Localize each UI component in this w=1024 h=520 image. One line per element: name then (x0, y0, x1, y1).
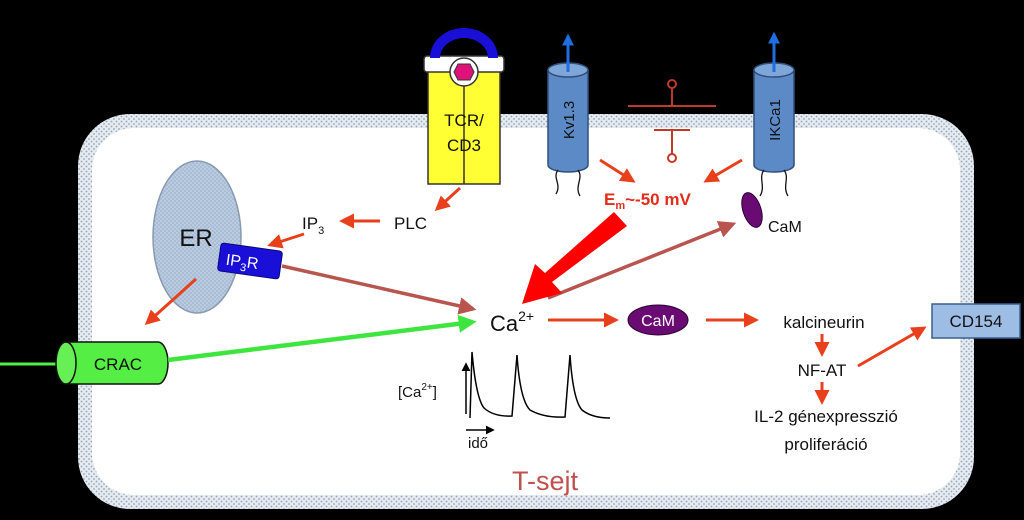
antigen-ligand-icon (453, 63, 475, 81)
kalcineurin-label: kalcineurin (783, 313, 864, 332)
em-label: Em~-50 mV (604, 190, 691, 212)
er-label: ER (179, 225, 212, 252)
tcr-cd3-receptor (423, 28, 505, 185)
cell-label: T-sejt (512, 466, 579, 496)
arrow-kv-em (599, 158, 636, 183)
plc-label: PLC (394, 214, 427, 233)
arrow-tcr-plc (434, 186, 462, 212)
arrow-ca-cam-ikca (547, 221, 737, 300)
membrane-potential-icon (628, 79, 716, 163)
graph-y-label: [Ca2+] (398, 382, 437, 401)
il2-label: IL-2 génexpresszió (754, 407, 898, 426)
nfat-label: NF-AT (798, 361, 847, 380)
arrow-ip3-ip3r (267, 232, 305, 249)
arrow-em-ca-big (522, 212, 627, 304)
ip3r-label: IP3R (224, 252, 259, 276)
kv-label: Kv1.3 (561, 101, 578, 139)
calcium-spike-graph-icon (461, 351, 611, 435)
arrow-er-crac (144, 277, 198, 326)
cam-middle-icon (627, 304, 689, 336)
ikca1-channel-icon (753, 31, 795, 197)
er-organelle (152, 160, 242, 314)
arrow-ikca-em (703, 158, 743, 183)
arrow-crac-ca (167, 314, 477, 363)
ip3-label: IP3 (302, 214, 324, 237)
proliferacio-label: proliferáció (784, 435, 867, 454)
cd154-label: CD154 (950, 312, 1003, 331)
cell-interior (92, 128, 960, 495)
arrow-nfat-cd154 (857, 326, 927, 368)
calcium-label: Ca2+ (490, 308, 534, 336)
crac-channel-icon (55, 341, 169, 385)
graph-x-label: idő (468, 435, 488, 452)
crac-label: CRAC (94, 355, 142, 374)
cam-middle-label: CaM (641, 313, 675, 330)
tcr-label-line1: TCR/ (444, 111, 484, 130)
ip3r-receptor (217, 242, 283, 280)
cam-ikca-icon (741, 192, 763, 228)
kv13-channel-icon (547, 33, 589, 197)
arrows (144, 158, 927, 405)
ikca-label: IKCa1 (767, 99, 784, 141)
cd154-box (931, 303, 1021, 339)
tcr-label-line2: CD3 (447, 136, 481, 155)
arrow-ip3r-ca (281, 264, 477, 315)
cam-top-label: CaM (768, 219, 802, 236)
